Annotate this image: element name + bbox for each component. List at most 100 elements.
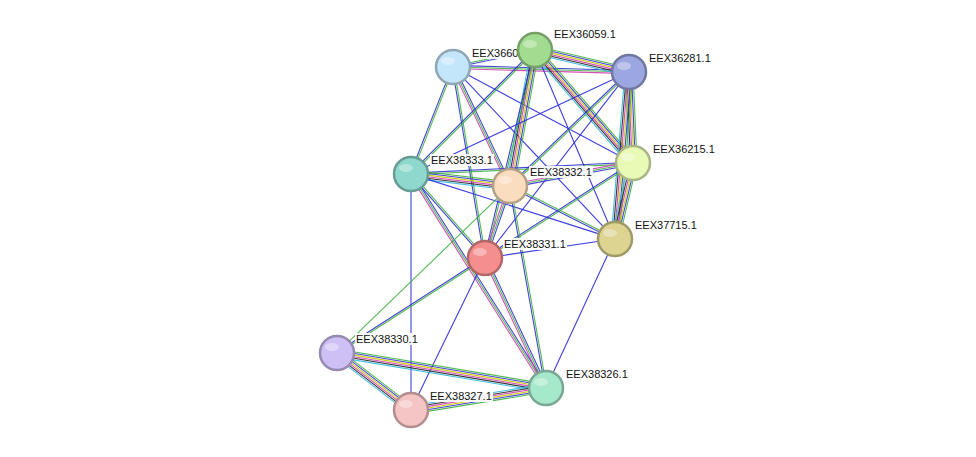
node-circle bbox=[597, 221, 633, 257]
interaction-edge bbox=[418, 187, 539, 376]
evidence-line bbox=[490, 273, 537, 374]
node-highlight bbox=[473, 248, 487, 256]
evidence-line bbox=[347, 366, 396, 403]
evidence-line bbox=[427, 390, 530, 407]
protein-node: EEX36215.1 bbox=[615, 145, 651, 181]
evidence-line bbox=[616, 178, 627, 223]
evidence-line bbox=[550, 56, 613, 71]
evidence-line bbox=[351, 361, 400, 398]
interaction-edge bbox=[521, 82, 618, 175]
node-highlight bbox=[534, 378, 548, 386]
node-circle bbox=[518, 33, 552, 67]
evidence-line bbox=[352, 358, 529, 388]
node-label: EEX36281.1 bbox=[648, 52, 712, 64]
node-circle bbox=[493, 169, 527, 203]
evidence-line bbox=[350, 362, 399, 399]
node-circle bbox=[393, 392, 429, 428]
interaction-edge bbox=[490, 272, 540, 374]
node-circle bbox=[394, 157, 428, 191]
evidence-line bbox=[353, 353, 530, 383]
evidence-line bbox=[541, 65, 609, 225]
node-highlight bbox=[399, 400, 413, 408]
evidence-line bbox=[353, 356, 530, 386]
node-highlight bbox=[498, 176, 512, 184]
node-circle bbox=[436, 50, 470, 84]
node-circle bbox=[320, 336, 354, 370]
node-circle bbox=[435, 49, 471, 85]
evidence-line bbox=[521, 82, 617, 174]
evidence-line bbox=[418, 82, 448, 159]
node-label: EEX36215.1 bbox=[652, 143, 716, 155]
interaction-edge bbox=[422, 61, 525, 164]
interaction-edge bbox=[550, 50, 615, 72]
evidence-line bbox=[425, 79, 614, 167]
evidence-line bbox=[420, 188, 538, 375]
protein-node: EEX38326.1 bbox=[528, 370, 564, 406]
interaction-edge bbox=[541, 65, 609, 225]
protein-node: EEX36281.1 bbox=[611, 54, 647, 90]
evidence-line bbox=[352, 360, 401, 397]
node-circle bbox=[517, 32, 553, 68]
interaction-edge bbox=[525, 164, 617, 184]
node-circle bbox=[393, 156, 429, 192]
protein-node: EEX36059.1 bbox=[517, 32, 553, 68]
interaction-edge bbox=[426, 387, 531, 412]
evidence-line bbox=[522, 84, 618, 176]
interaction-edge bbox=[426, 172, 494, 188]
interaction-edge bbox=[416, 82, 448, 160]
node-circle bbox=[529, 371, 563, 405]
evidence-line bbox=[488, 65, 531, 242]
node-label: EEX38332.1 bbox=[529, 166, 593, 178]
evidence-line bbox=[544, 64, 621, 153]
evidence-line bbox=[418, 188, 536, 375]
node-label: EEX38330.1 bbox=[355, 333, 419, 345]
evidence-line bbox=[524, 194, 600, 233]
node-label: EEX38327.1 bbox=[429, 390, 493, 402]
interaction-edge bbox=[553, 254, 609, 374]
node-circle bbox=[468, 241, 502, 275]
evidence-line bbox=[351, 267, 472, 345]
node-circle bbox=[492, 168, 528, 204]
evidence-line bbox=[490, 201, 505, 243]
evidence-line bbox=[615, 178, 626, 223]
evidence-line bbox=[525, 192, 601, 231]
node-circle bbox=[615, 145, 651, 181]
node-label: EEX36059.1 bbox=[553, 28, 617, 40]
evidence-line bbox=[421, 187, 474, 247]
node-highlight bbox=[523, 40, 537, 48]
protein-node: EEX38327.1 bbox=[393, 392, 429, 428]
evidence-line bbox=[492, 272, 539, 373]
node-highlight bbox=[603, 229, 617, 237]
interaction-edge bbox=[425, 79, 614, 167]
evidence-line bbox=[550, 58, 613, 73]
interaction-edge bbox=[347, 360, 401, 404]
evidence-line bbox=[352, 360, 529, 390]
evidence-line bbox=[490, 66, 533, 243]
node-circle bbox=[467, 240, 503, 276]
node-highlight bbox=[441, 57, 455, 65]
evidence-line bbox=[416, 82, 446, 159]
evidence-line bbox=[348, 365, 397, 402]
interaction-edge bbox=[421, 185, 475, 246]
node-circle bbox=[528, 370, 564, 406]
node-label: EEX37715.1 bbox=[634, 219, 698, 231]
protein-node: EEX38330.1 bbox=[319, 335, 355, 371]
protein-node: EEX38331.1 bbox=[467, 240, 503, 276]
interaction-edge bbox=[488, 65, 532, 242]
evidence-line bbox=[493, 272, 540, 373]
node-circle bbox=[394, 393, 428, 427]
node-label: EEX38331.1 bbox=[503, 238, 567, 250]
protein-node: EEX36602.1 bbox=[435, 49, 471, 85]
protein-node: EEX38332.1 bbox=[492, 168, 528, 204]
node-circle bbox=[319, 335, 355, 371]
node-highlight bbox=[617, 62, 631, 70]
interaction-edge bbox=[489, 201, 507, 244]
evidence-line bbox=[469, 69, 613, 73]
evidence-line bbox=[426, 388, 529, 405]
interaction-edge bbox=[615, 178, 633, 225]
protein-node: EEX38333.1 bbox=[393, 156, 429, 192]
evidence-line bbox=[545, 63, 622, 152]
evidence-line bbox=[553, 254, 609, 374]
evidence-line bbox=[353, 352, 530, 382]
